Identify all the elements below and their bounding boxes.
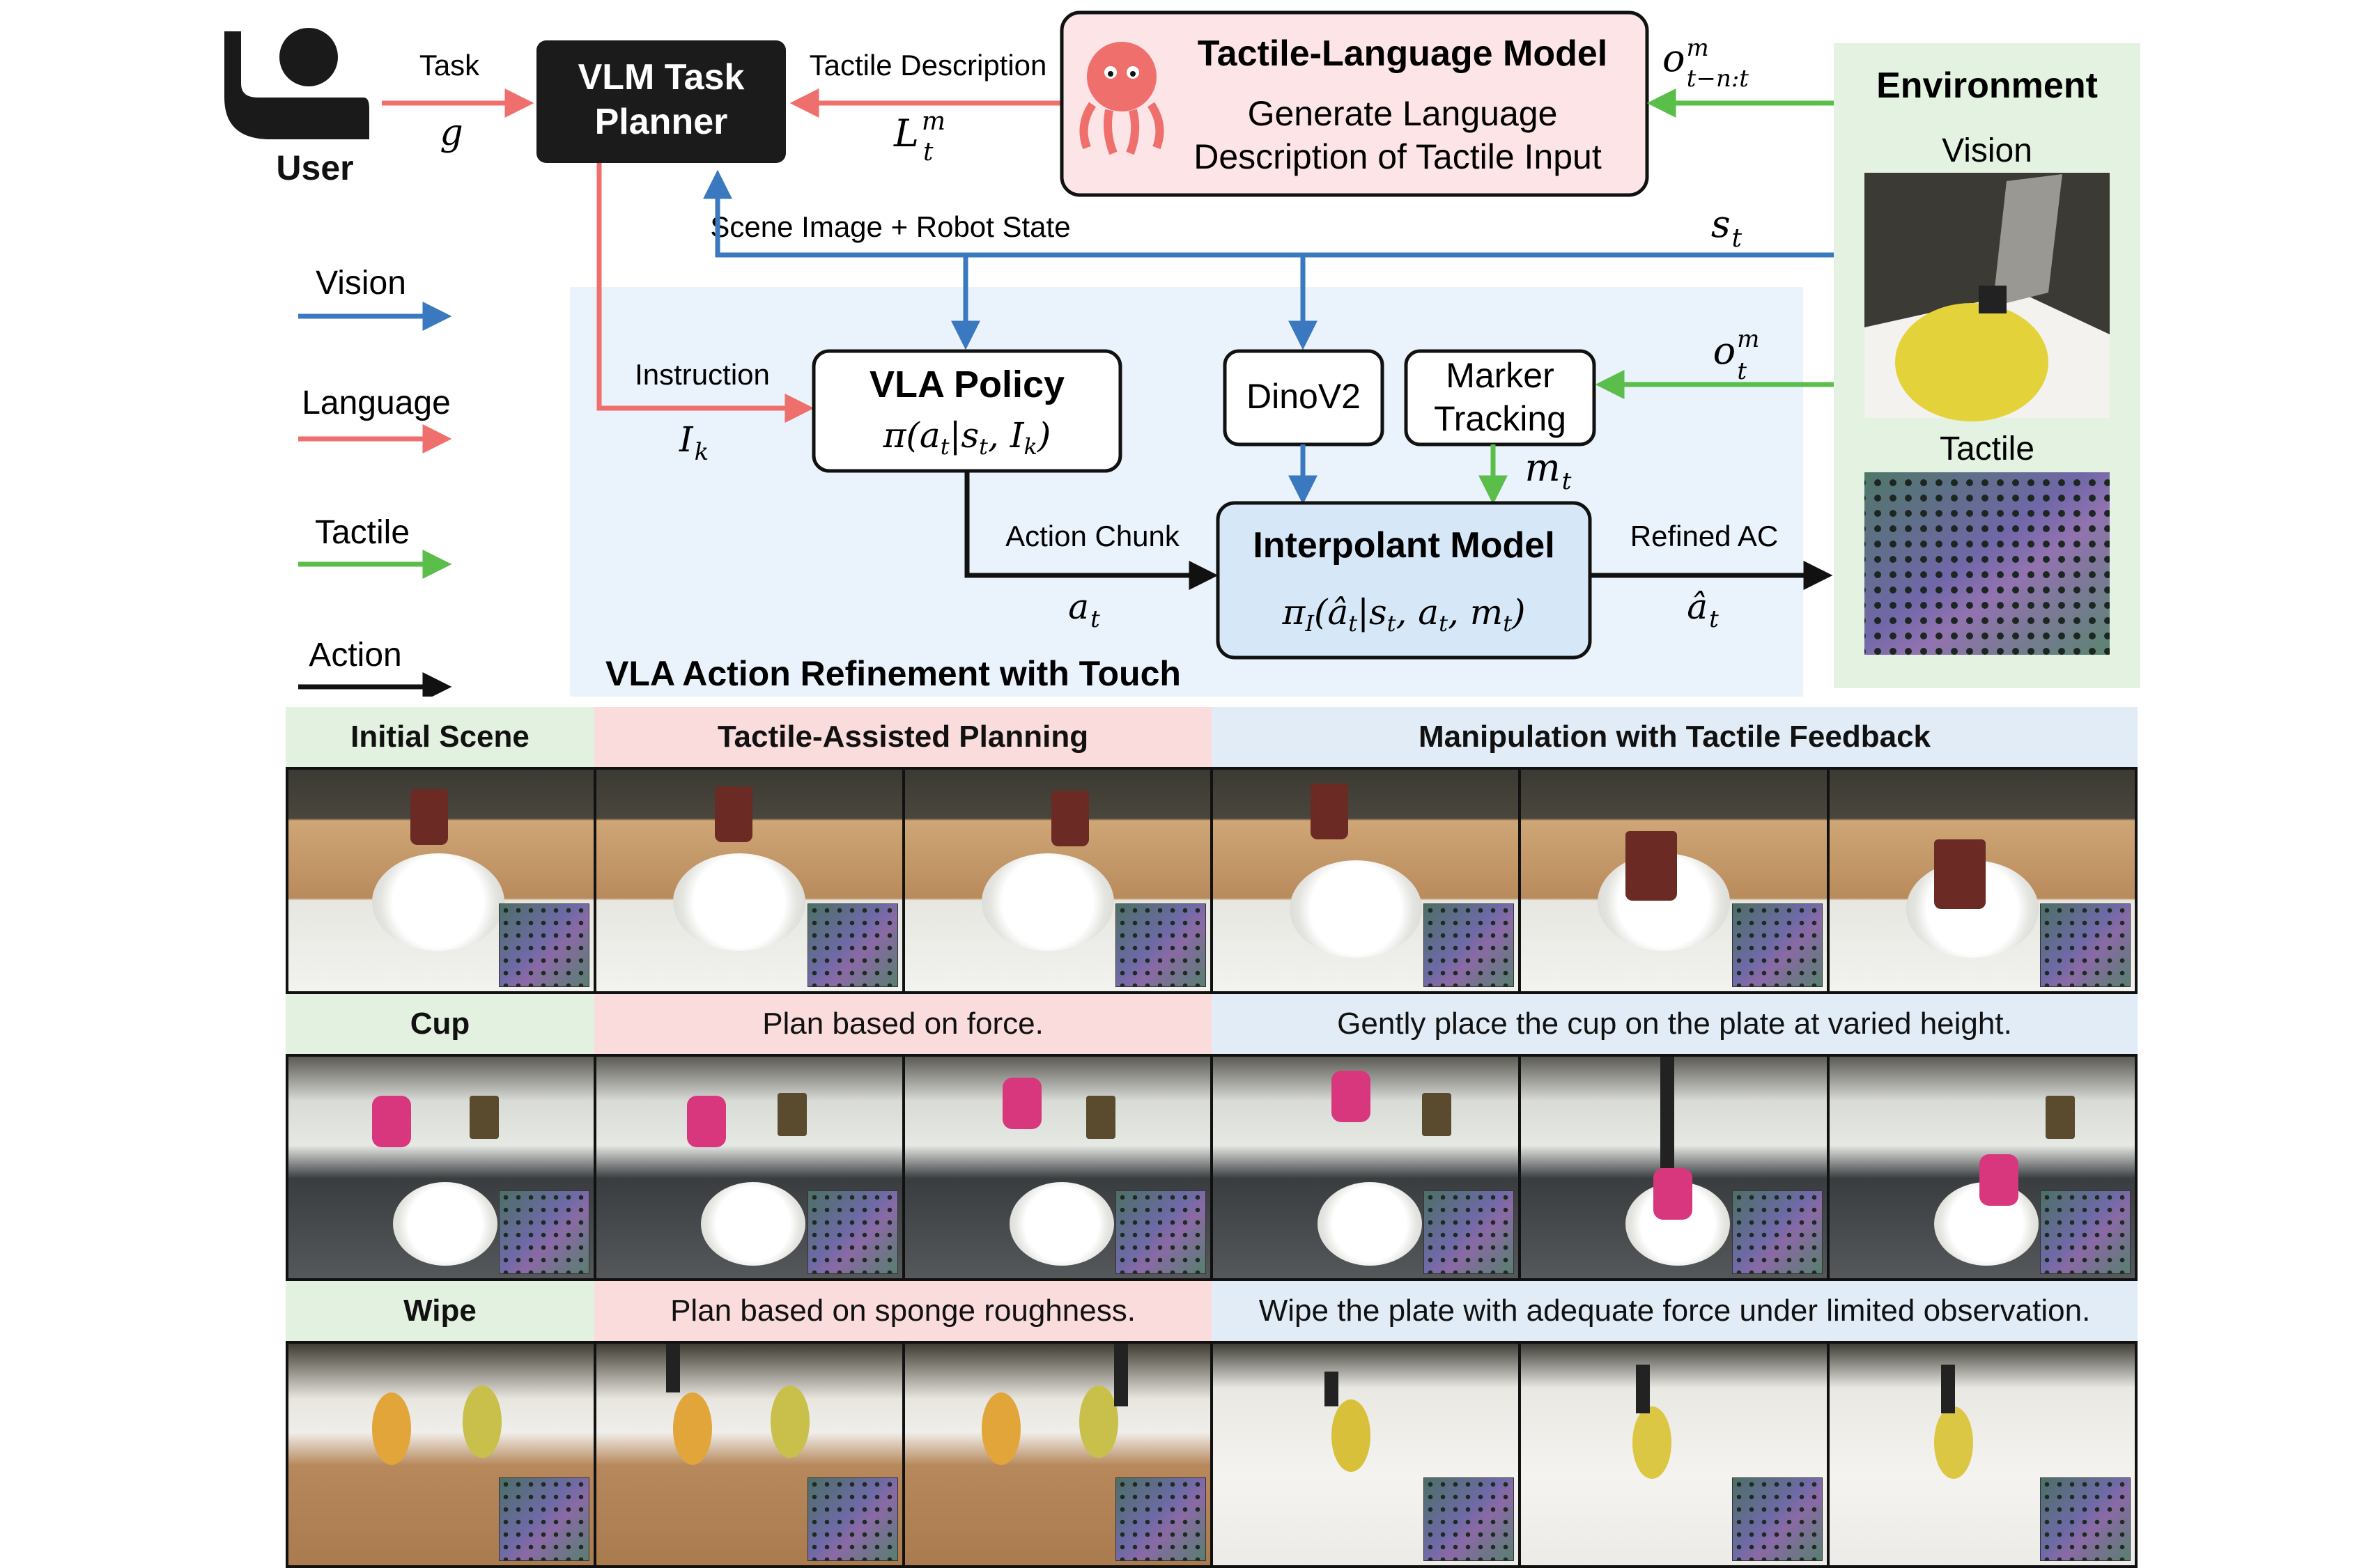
vlm-title-line2: Planner (595, 102, 728, 142)
row-name-cup: Cup (286, 994, 594, 1054)
environment-tactile-image (1864, 472, 2110, 655)
fruit-frame-4 (1212, 1344, 1519, 1565)
dinov2-label: DinoV2 (1246, 377, 1361, 416)
interpolant-model-box (1216, 501, 1592, 660)
fruit-frame-6 (1829, 1344, 2135, 1565)
fruit-frame-5 (1521, 1344, 1827, 1565)
wipe-frame-5 (1521, 1057, 1827, 1278)
header-initial-scene: Initial Scene (286, 707, 594, 767)
header-planning: Tactile-Assisted Planning (594, 707, 1212, 767)
header-row: Initial Scene Tactile-Assisted Planning … (286, 707, 2138, 767)
task-symbol: g (440, 112, 463, 154)
vla-title: VLA Policy (870, 364, 1065, 405)
refinement-panel (570, 287, 1803, 697)
wipe-plan-text: Plan based on sponge roughness. (594, 1281, 1212, 1341)
legend-language-label: Language (302, 385, 451, 421)
cup-frame-2 (596, 770, 902, 991)
fruit-frame-1 (288, 1344, 594, 1565)
legend-vision-label: Vision (316, 265, 406, 302)
user-icon (224, 28, 369, 139)
user-label: User (276, 148, 353, 187)
interp-formula: πI(ât|st, at, mt) (1281, 592, 1525, 637)
marker-tracking-box (1404, 349, 1596, 447)
wipe-manipulation-text: Wipe the plate with adequate force under… (1212, 1281, 2138, 1341)
tlm-desc-line2: Description of Tactile Input (1193, 137, 1602, 176)
cup-frame-1 (288, 770, 594, 991)
tlm-title: Tactile-Language Model (1198, 33, 1607, 74)
octopus-icon (1079, 42, 1164, 155)
tactile-label: Tactile (1940, 430, 2034, 467)
legend-action-label: Action (309, 637, 401, 674)
fruit-frame-2 (596, 1344, 902, 1565)
cup-frame-4 (1212, 770, 1519, 991)
wipe-frame-4 (1212, 1057, 1519, 1278)
wipe-frame-2 (596, 1057, 902, 1278)
tlm-desc-line1: Generate Language (1248, 94, 1558, 133)
state-symbol: st (1711, 202, 1742, 253)
task-label: Task (419, 49, 480, 81)
vision-label: Vision (1942, 132, 2032, 169)
marker-line1: Marker (1446, 356, 1554, 395)
wipe-image-row (286, 1054, 2138, 1281)
wipe-frame-1 (288, 1057, 594, 1278)
cup-caption-row: Cup Plan based on force. Gently place th… (286, 994, 2138, 1054)
vla-formula: π(at|st, Ik) (883, 415, 1051, 460)
scene-state-label: Scene Image + Robot State (710, 210, 1070, 243)
cup-frame-6 (1829, 770, 2135, 991)
instruction-label: Instruction (635, 358, 770, 391)
results-grid: Initial Scene Tactile-Assisted Planning … (286, 707, 2138, 1568)
row-name-wipe: Wipe (286, 1281, 594, 1341)
vlm-title-line1: VLM Task (578, 57, 745, 98)
header-manipulation: Manipulation with Tactile Feedback (1212, 707, 2138, 767)
wipe-frame-3 (904, 1057, 1210, 1278)
environment-title: Environment (1876, 65, 2098, 106)
fruit-frame-3 (904, 1344, 1210, 1565)
vlm-task-planner (536, 40, 786, 163)
action-chunk-label: Action Chunk (1005, 520, 1180, 552)
pipeline-diagram: User Task g VLM Task Planner Tactile Des… (224, 10, 2140, 697)
fruit-image-row (286, 1341, 2138, 1568)
tactile-description-label: Tactile Description (810, 49, 1047, 81)
refined-label: Refined AC (1630, 520, 1778, 552)
cup-plan-text: Plan based on force. (594, 994, 1212, 1054)
cup-frame-5 (1521, 770, 1827, 991)
legend-tactile-label: Tactile (315, 514, 410, 551)
cup-frame-3 (904, 770, 1210, 991)
interp-title: Interpolant Model (1253, 525, 1554, 566)
wipe-caption-row: Wipe Plan based on sponge roughness. Wip… (286, 1281, 2138, 1341)
marker-line2: Tracking (1434, 399, 1566, 438)
environment-vision-image (1864, 173, 2110, 421)
refinement-title: VLA Action Refinement with Touch (605, 654, 1181, 693)
cup-manipulation-text: Gently place the cup on the plate at var… (1212, 994, 2138, 1054)
cup-image-row (286, 767, 2138, 994)
wipe-frame-6 (1829, 1057, 2135, 1278)
